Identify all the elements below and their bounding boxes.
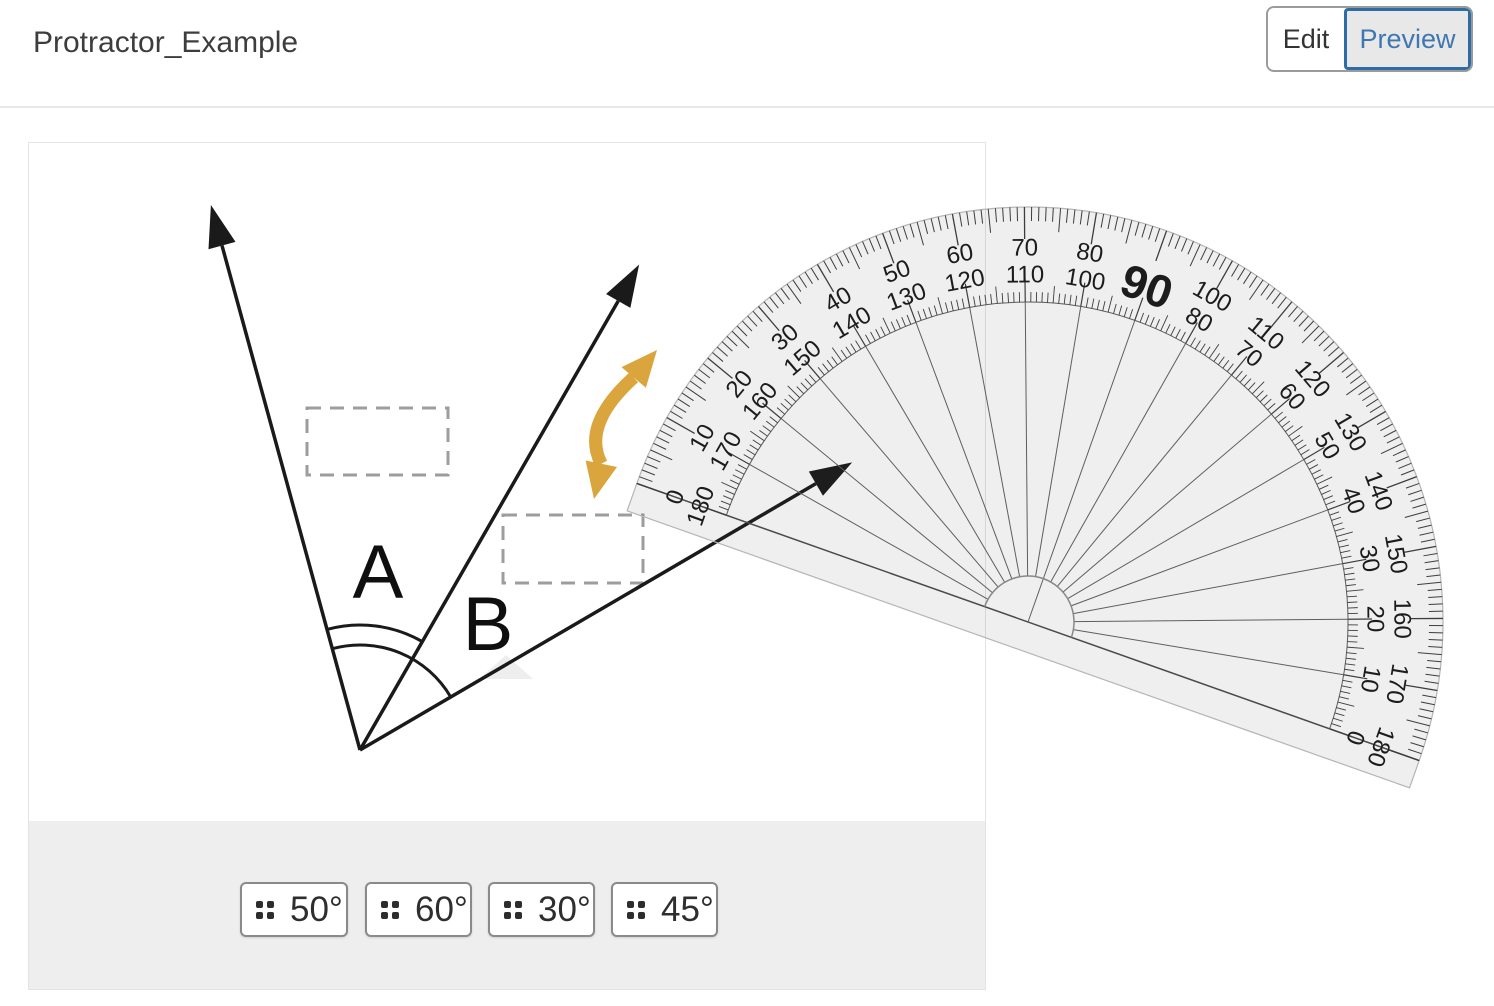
answer-chip-45[interactable]: 45°	[611, 882, 718, 937]
svg-text:120: 120	[1289, 355, 1336, 403]
svg-text:10: 10	[1355, 664, 1386, 695]
svg-text:180: 180	[1361, 723, 1400, 770]
question-canvas: 50° 60° 30° 45°	[28, 142, 986, 990]
drag-handle-icon[interactable]	[627, 900, 645, 919]
tray-notch	[479, 655, 533, 679]
svg-text:80: 80	[1074, 238, 1105, 269]
chip-label: 50°	[290, 889, 343, 929]
svg-text:150: 150	[1379, 532, 1413, 576]
svg-text:30: 30	[1353, 543, 1384, 574]
chip-label: 45°	[661, 889, 714, 929]
chip-label: 60°	[415, 889, 468, 929]
chip-label: 30°	[538, 889, 591, 929]
svg-text:110: 110	[1006, 261, 1044, 288]
svg-text:20: 20	[1361, 605, 1388, 632]
svg-text:70: 70	[1011, 234, 1038, 261]
svg-text:100: 100	[1188, 275, 1236, 318]
svg-text:170: 170	[1380, 662, 1413, 706]
svg-text:0: 0	[1340, 727, 1370, 749]
drag-handle-icon[interactable]	[256, 900, 274, 919]
svg-text:80: 80	[1181, 302, 1218, 339]
svg-text:40: 40	[1336, 483, 1371, 517]
drag-handle-icon[interactable]	[381, 900, 399, 919]
header-divider	[0, 106, 1494, 108]
svg-text:100: 100	[1063, 263, 1107, 296]
answer-chip-30[interactable]: 30°	[488, 882, 595, 937]
svg-text:160: 160	[1388, 599, 1415, 639]
svg-text:110: 110	[1243, 311, 1290, 356]
answer-chip-50[interactable]: 50°	[240, 882, 348, 937]
svg-text:130: 130	[1328, 408, 1372, 456]
drag-handle-icon[interactable]	[504, 900, 522, 919]
edit-preview-toggle: Edit Preview	[1266, 6, 1473, 72]
svg-text:50: 50	[1309, 428, 1346, 465]
header: Protractor_Example Edit Preview	[0, 0, 1494, 106]
svg-text:60: 60	[1273, 378, 1311, 416]
svg-text:70: 70	[1230, 335, 1268, 373]
svg-text:140: 140	[1359, 468, 1398, 515]
protractor-center-hole	[983, 575, 1075, 638]
tab-preview[interactable]: Preview	[1344, 8, 1471, 70]
page-title: Protractor_Example	[33, 26, 299, 59]
svg-text:90: 90	[1114, 253, 1180, 319]
answer-chip-60[interactable]: 60°	[365, 882, 472, 937]
tab-edit[interactable]: Edit	[1268, 8, 1344, 70]
